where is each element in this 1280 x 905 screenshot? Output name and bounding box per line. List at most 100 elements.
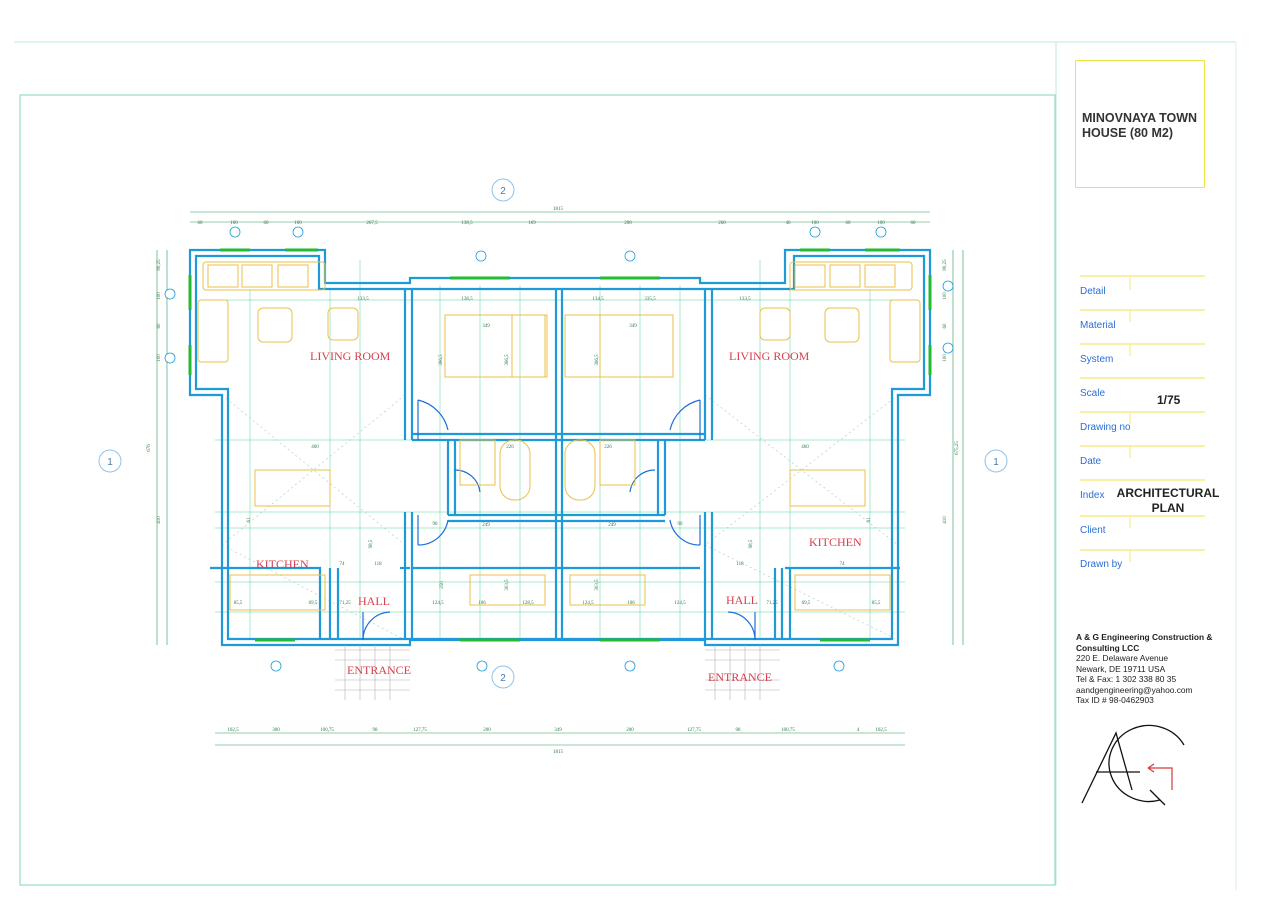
svg-text:100: 100 — [943, 354, 948, 362]
svg-text:98: 98 — [373, 728, 379, 733]
title-field-system: System — [1080, 348, 1205, 382]
room-label-living-left: LIVING ROOM — [310, 349, 391, 363]
svg-text:85,5: 85,5 — [234, 601, 243, 606]
svg-text:460: 460 — [801, 445, 809, 450]
svg-text:100,75: 100,75 — [781, 728, 795, 733]
svg-text:80,25: 80,25 — [157, 259, 162, 271]
svg-text:60: 60 — [943, 323, 948, 329]
title-field-detail: Detail — [1080, 280, 1205, 314]
project-title-box: MINOVNAYA TOWN HOUSE (80 M2) — [1075, 60, 1205, 188]
grid-lines — [215, 260, 905, 640]
svg-text:124,5: 124,5 — [674, 601, 686, 606]
svg-text:260: 260 — [718, 221, 726, 226]
svg-text:98: 98 — [736, 728, 742, 733]
windows — [188, 248, 932, 642]
svg-text:267,5: 267,5 — [366, 221, 378, 226]
title-field-label: Date — [1080, 456, 1102, 467]
svg-text:226: 226 — [604, 445, 612, 450]
company-phone: Tel & Fax: 1 302 338 80 35 — [1076, 674, 1177, 684]
svg-text:249: 249 — [608, 523, 616, 528]
svg-text:249: 249 — [482, 523, 490, 528]
svg-text:460: 460 — [311, 445, 319, 450]
svg-text:74: 74 — [840, 562, 846, 567]
svg-text:676: 676 — [147, 444, 152, 452]
title-field-label: Index — [1080, 490, 1105, 501]
index-value: ARCHITECTURAL PLAN — [1116, 486, 1220, 515]
svg-text:61: 61 — [867, 517, 872, 523]
title-field-label: Scale — [1080, 388, 1106, 399]
axis-markers — [98, 178, 1008, 689]
svg-text:410: 410 — [157, 516, 162, 524]
company-name: A & G Engineering Construction & Consult… — [1076, 632, 1213, 653]
svg-text:366,5: 366,5 — [439, 354, 444, 366]
doors — [362, 399, 756, 641]
title-field-drawn-by: Drawn by — [1080, 553, 1205, 587]
svg-text:200: 200 — [483, 728, 491, 733]
company-email: aandgengineering@yahoo.com — [1076, 684, 1193, 695]
svg-text:60: 60 — [198, 221, 204, 226]
svg-text:71,25: 71,25 — [339, 601, 351, 606]
svg-text:85,5: 85,5 — [872, 601, 881, 606]
title-field-client: Client — [1080, 519, 1205, 553]
svg-text:102,5: 102,5 — [227, 728, 239, 733]
svg-text:90: 90 — [433, 522, 439, 527]
title-field-label: Detail — [1080, 286, 1106, 297]
svg-text:100: 100 — [943, 292, 948, 300]
svg-text:169: 169 — [528, 221, 536, 226]
dimension-lines — [156, 211, 964, 746]
svg-text:100: 100 — [294, 221, 302, 226]
walls — [188, 248, 932, 647]
axis-left-label: 1 — [107, 457, 113, 468]
room-label-entrance-left: ENTRANCE — [347, 663, 411, 677]
svg-text:200: 200 — [624, 221, 632, 226]
dimension-text: 1815 1815 60 100 60 100 267,5 138,5 169 … — [198, 207, 917, 755]
svg-text:226: 226 — [506, 445, 514, 450]
svg-text:349: 349 — [482, 324, 490, 329]
svg-text:106: 106 — [627, 601, 635, 606]
axis-right-label: 1 — [993, 457, 999, 468]
title-field-label: Drawing no — [1080, 422, 1131, 433]
svg-text:303,5: 303,5 — [505, 579, 510, 591]
svg-text:1815: 1815 — [553, 207, 564, 212]
room-label-entrance-right: ENTRANCE — [708, 670, 772, 684]
entrance-steps — [335, 645, 780, 700]
company-address-2: Newark, DE 19711 USA — [1076, 663, 1166, 674]
svg-text:46: 46 — [786, 221, 792, 226]
svg-text:366,5: 366,5 — [505, 354, 510, 366]
svg-text:303,5: 303,5 — [595, 579, 600, 591]
svg-text:100: 100 — [877, 221, 885, 226]
dimension-text-vertical: 80,25 100 60 100 676 410 80,25 100 60 10… — [147, 259, 960, 591]
svg-text:133,5: 133,5 — [357, 297, 369, 302]
svg-text:60: 60 — [264, 221, 270, 226]
svg-text:124,5: 124,5 — [582, 601, 594, 606]
svg-text:118: 118 — [374, 562, 382, 567]
room-label-hall-left: HALL — [358, 594, 390, 608]
svg-text:100: 100 — [157, 354, 162, 362]
svg-text:80,25: 80,25 — [943, 259, 948, 271]
title-field-label: Drawn by — [1080, 559, 1123, 570]
title-field-date: Date — [1080, 450, 1205, 484]
svg-text:74: 74 — [340, 562, 346, 567]
svg-text:138,5: 138,5 — [461, 221, 473, 226]
svg-text:675,25: 675,25 — [955, 441, 960, 455]
svg-text:98,5: 98,5 — [369, 539, 374, 548]
axis-bottom-label: 2 — [500, 673, 506, 684]
company-address-1: 220 E. Delaware Avenue — [1076, 653, 1169, 663]
svg-text:410: 410 — [943, 516, 948, 524]
company-info: A & G Engineering Construction & Consult… — [1076, 632, 1276, 706]
svg-text:300: 300 — [272, 728, 280, 733]
title-block-rows — [1080, 275, 1205, 551]
svg-text:100: 100 — [811, 221, 819, 226]
svg-text:124,5: 124,5 — [432, 601, 444, 606]
svg-text:102,5: 102,5 — [875, 728, 887, 733]
svg-text:69,5: 69,5 — [309, 601, 318, 606]
svg-text:98,5: 98,5 — [749, 539, 754, 548]
svg-text:118: 118 — [736, 562, 744, 567]
company-logo — [1081, 724, 1185, 806]
svg-text:106: 106 — [478, 601, 486, 606]
svg-text:1815: 1815 — [553, 750, 564, 755]
svg-text:133,5: 133,5 — [739, 297, 751, 302]
svg-text:335,5: 335,5 — [644, 297, 656, 302]
room-label-kitchen-left: KITCHEN — [256, 557, 309, 571]
